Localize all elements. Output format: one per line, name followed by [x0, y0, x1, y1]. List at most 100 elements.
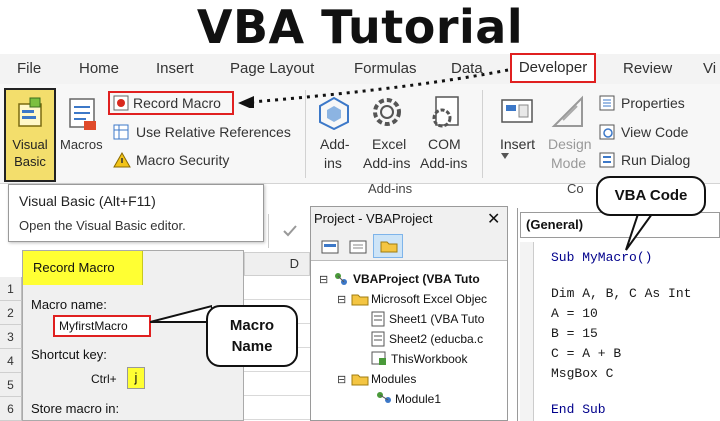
toggle-folders-button[interactable] — [373, 234, 403, 258]
design-mode-icon — [551, 95, 583, 127]
addins-icon — [319, 96, 349, 130]
macro-name-callout: Macro Name — [206, 305, 298, 367]
formula-bar-area — [268, 214, 310, 248]
use-relative-references-button[interactable]: Use Relative References — [136, 124, 291, 140]
warning-icon — [113, 152, 131, 168]
code-line[interactable]: Sub MyMacro() — [551, 250, 652, 265]
tree-item-modules[interactable]: Modules — [371, 372, 417, 386]
tab-page-layout[interactable]: Page Layout — [230, 60, 315, 77]
design-mode-label-line2[interactable]: Mode — [551, 155, 587, 171]
excel-addins-label-line1[interactable]: Excel — [372, 136, 407, 152]
record-macro-button[interactable]: Record Macro — [133, 95, 221, 111]
tab-data[interactable]: Data — [451, 60, 483, 77]
column-header-d[interactable]: D — [244, 252, 310, 276]
com-addins-label-line1[interactable]: COM — [428, 136, 461, 152]
macro-name-input[interactable]: MyfirstMacro — [53, 315, 151, 337]
excel-addins-gear-icon — [373, 98, 401, 126]
addins-label-line2[interactable]: ins — [324, 155, 342, 171]
properties-button[interactable]: Properties — [621, 95, 685, 111]
row-header[interactable]: 6 — [0, 397, 22, 421]
tab-file[interactable]: File — [17, 60, 42, 77]
vba-code-callout: VBA Code — [596, 176, 706, 216]
code-line[interactable]: Dim A, B, C As Int — [551, 286, 692, 301]
expand-icon[interactable]: ⊟ — [337, 374, 347, 386]
callout-text-line1: Macro — [229, 317, 275, 334]
visual-basic-button[interactable]: Visual Basic — [4, 88, 56, 182]
checkmark-icon — [283, 225, 297, 237]
tab-home[interactable]: Home — [79, 60, 120, 77]
tree-item-module1[interactable]: Module1 — [395, 392, 442, 406]
workbook-icon — [371, 351, 386, 365]
object-dropdown[interactable] — [520, 212, 720, 238]
visual-basic-tooltip: Visual Basic (Alt+F11) Open the Visual B… — [8, 184, 264, 242]
shortcut-key-input[interactable]: j — [127, 367, 145, 389]
record-macro-icon — [113, 95, 129, 111]
row-header[interactable]: 2 — [0, 301, 22, 325]
macro-security-button[interactable]: Macro Security — [136, 152, 230, 168]
run-dialog-icon — [599, 152, 615, 168]
properties-icon — [599, 95, 615, 111]
ribbon-separator — [305, 90, 306, 178]
ribbon-tabs-bar — [0, 54, 720, 84]
visual-basic-icon — [18, 97, 42, 127]
dialog-title-bar — [23, 251, 143, 285]
callout-text-line2: Name — [231, 338, 273, 355]
tooltip-title: Visual Basic (Alt+F11) — [19, 193, 156, 209]
code-line[interactable]: A = 10 — [551, 306, 598, 321]
record-macro-highlight — [108, 91, 234, 115]
tab-developer[interactable]: Developer — [510, 53, 596, 83]
callout-pointer — [150, 304, 212, 323]
dotted-arrow — [238, 68, 509, 108]
expand-icon[interactable]: ⊟ — [319, 274, 329, 286]
controls-group-label: Co — [567, 181, 584, 196]
code-line[interactable]: MsgBox C — [551, 366, 614, 381]
tab-insert[interactable]: Insert — [156, 60, 194, 77]
excel-addins-label-line2[interactable]: Add-ins — [363, 155, 411, 171]
visual-basic-label-line2: Basic — [14, 154, 46, 169]
folder-icon — [380, 241, 398, 253]
code-line[interactable]: End Sub — [551, 402, 606, 417]
row-header[interactable]: 5 — [0, 373, 22, 397]
expand-icon[interactable]: ⊟ — [337, 294, 347, 306]
tab-view[interactable]: Vi — [703, 60, 717, 77]
store-macro-label: Store macro in: — [31, 401, 120, 416]
insert-controls-button[interactable]: Insert — [500, 136, 536, 152]
tree-item-vbaproject[interactable]: VBAProject (VBA Tuto — [353, 272, 480, 286]
tree-item-excel-objects[interactable]: Microsoft Excel Objec — [371, 292, 488, 306]
project-title-bar — [311, 207, 507, 231]
callout-pointer — [625, 213, 654, 251]
relative-references-icon — [113, 124, 129, 140]
ctrl-label: Ctrl+ — [91, 372, 117, 386]
com-addins-icon — [432, 96, 459, 128]
code-line[interactable]: B = 15 — [551, 326, 598, 341]
folder-icon — [351, 374, 369, 386]
chevron-down-icon — [501, 153, 509, 159]
tab-review[interactable]: Review — [623, 60, 673, 77]
dialog-title: Record Macro — [33, 260, 115, 275]
row-header[interactable]: 1 — [0, 277, 22, 301]
tooltip-description: Open the Visual Basic editor. — [19, 218, 186, 233]
view-code-button[interactable]: View Code — [621, 124, 689, 140]
sheet-icon — [371, 331, 385, 347]
tree-item-sheet1[interactable]: Sheet1 (VBA Tuto — [389, 312, 485, 326]
view-code-small-icon[interactable] — [349, 239, 367, 255]
addins-label-line1[interactable]: Add- — [320, 136, 350, 152]
project-explorer-pane: Project - VBAProject ✕ ⊟ VBAProject (VBA… — [310, 206, 508, 421]
close-icon[interactable]: ✕ — [487, 211, 501, 228]
code-line[interactable]: C = A + B — [551, 346, 622, 361]
com-addins-label-line2[interactable]: Add-ins — [420, 155, 468, 171]
visual-basic-label-line1: Visual — [12, 137, 48, 152]
macro-name-label: Macro name: — [31, 297, 107, 312]
row-header[interactable]: 3 — [0, 325, 22, 349]
view-object-icon[interactable] — [321, 239, 339, 255]
tree-item-thisworkbook[interactable]: ThisWorkbook — [391, 352, 468, 366]
tree-item-sheet2[interactable]: Sheet2 (educba.c — [389, 332, 484, 346]
run-dialog-button[interactable]: Run Dialog — [621, 152, 691, 168]
code-margin — [520, 242, 534, 421]
view-code-icon — [599, 124, 615, 140]
tab-formulas[interactable]: Formulas — [354, 60, 417, 77]
macros-button[interactable]: Macros — [60, 137, 103, 152]
row-header[interactable]: 4 — [0, 349, 22, 373]
page-title: VBA Tutorial — [196, 0, 524, 54]
design-mode-label-line1[interactable]: Design — [548, 136, 592, 152]
